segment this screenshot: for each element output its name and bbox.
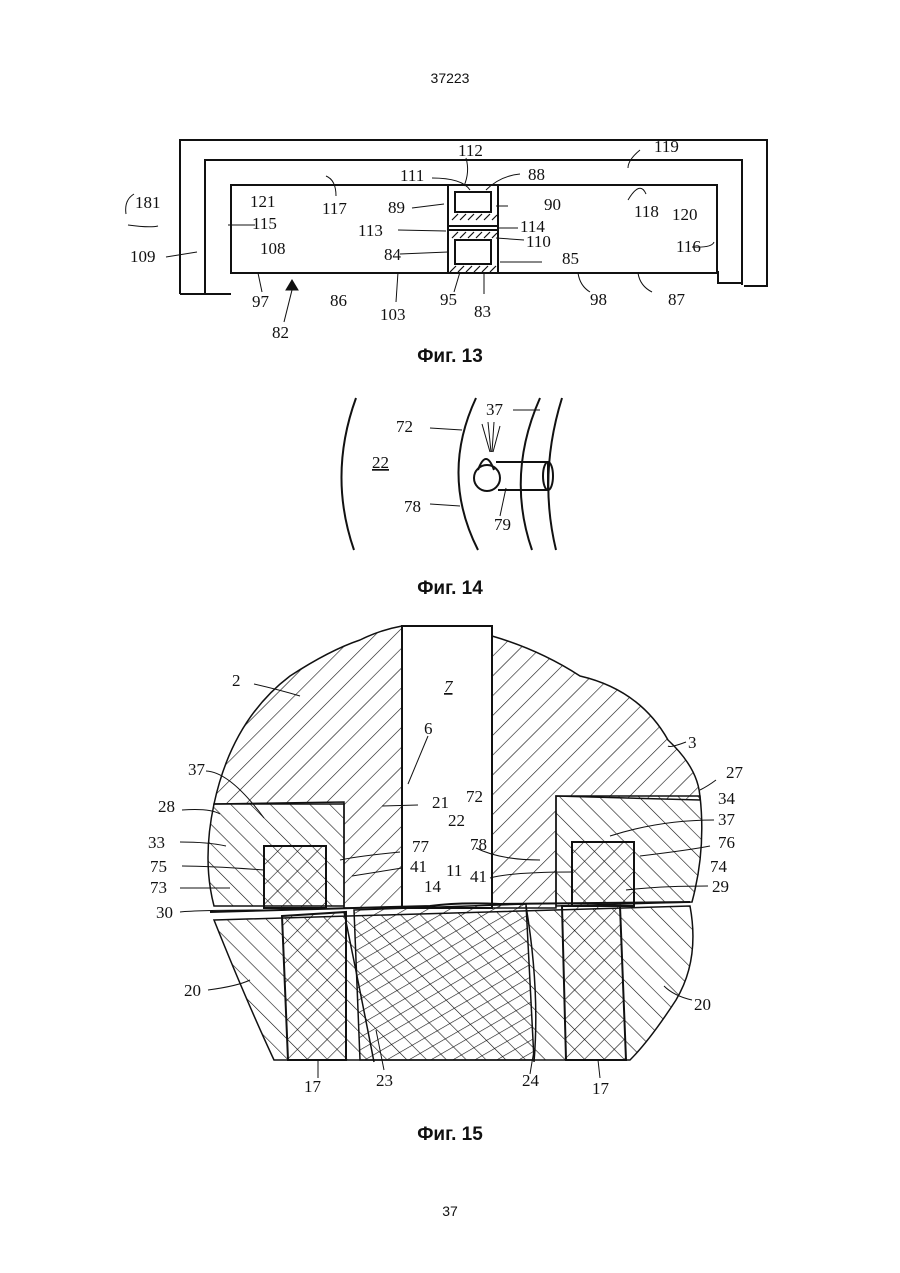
pin-17-left <box>282 912 346 1060</box>
fig15-label-37-right: 37 <box>718 810 736 829</box>
fig15-label-24: 24 <box>522 1071 540 1090</box>
fig15-label-29: 29 <box>712 877 729 896</box>
fig15-label-33: 33 <box>148 833 165 852</box>
fig15-label-11: 11 <box>446 861 462 880</box>
fig15-label-2: 2 <box>232 671 241 690</box>
fig15-label-77: 77 <box>412 837 430 856</box>
fig15-label-21: 21 <box>432 793 449 812</box>
fig15-label-73: 73 <box>150 878 167 897</box>
fig15-label-3: 3 <box>688 733 697 752</box>
fig15-label-23: 23 <box>376 1071 393 1090</box>
fig15-label-20-right: 20 <box>694 995 711 1014</box>
fig15-label-22: 22 <box>448 811 465 830</box>
fig15-label-75: 75 <box>150 857 167 876</box>
fig15-label-74: 74 <box>710 857 728 876</box>
fig15-label-27: 27 <box>726 763 744 782</box>
fig15-label-76: 76 <box>718 833 735 852</box>
fig15-label-34: 34 <box>718 789 736 808</box>
seal-76 <box>572 842 634 906</box>
fig15-label-37-left: 37 <box>188 760 206 779</box>
fig15-label-41-left: 41 <box>410 857 427 876</box>
fig15-label-17-right: 17 <box>592 1079 610 1098</box>
fig15-label-28: 28 <box>158 797 175 816</box>
pin-17-right <box>562 906 626 1060</box>
fig15-label-6: 6 <box>424 719 433 738</box>
figure-15-caption: Фиг. 15 <box>0 1124 900 1146</box>
page-number: 37 <box>0 1203 900 1219</box>
fig15-label-72: 72 <box>466 787 483 806</box>
fig15-label-30: 30 <box>156 903 173 922</box>
fig15-label-14: 14 <box>424 877 442 896</box>
fig15-label-41-right: 41 <box>470 867 487 886</box>
seal-75 <box>264 846 326 908</box>
fig15-label-78: 78 <box>470 835 487 854</box>
fig15-label-20-left: 20 <box>184 981 201 1000</box>
fig15-label-17-left: 17 <box>304 1077 322 1096</box>
center-block-11 <box>354 904 534 1060</box>
